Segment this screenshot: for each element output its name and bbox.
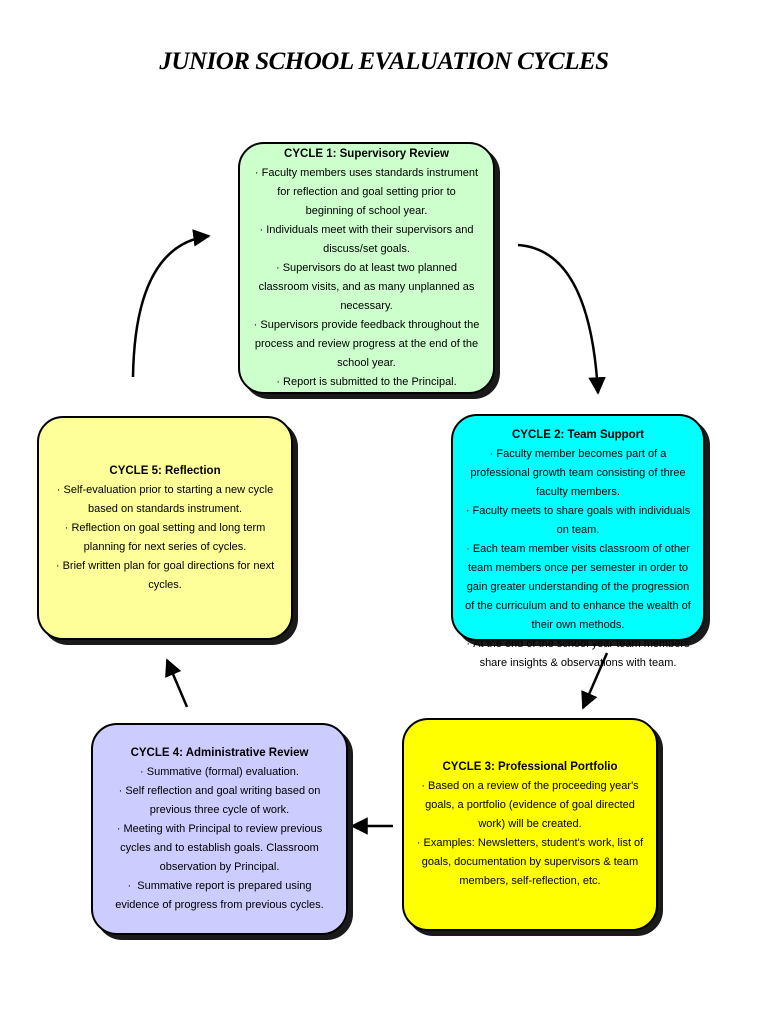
cycle-4-bullet: Self reflection and goal writing based o… [105, 782, 334, 820]
cycle-2-box: CYCLE 2: Team Support Faculty member bec… [451, 414, 705, 669]
cycle-2-bullet: Faculty member becomes part of a profess… [465, 445, 691, 502]
cycle-5-box: CYCLE 5: Reflection Self-evaluation prio… [37, 416, 293, 640]
cycle-5-bullets: Self-evaluation prior to starting a new … [51, 481, 279, 595]
arrow-cycle4-to-cycle5 [165, 658, 189, 708]
cycle-4-bullet: Meeting with Principal to review previou… [105, 820, 334, 877]
cycle-2-heading: CYCLE 2: Team Support [511, 429, 645, 441]
arrow-cycle5-to-cycle1 [131, 229, 211, 378]
cycle-2-bullet: Faculty meets to share goals with indivi… [465, 502, 691, 540]
cycle-4-bullet: Summative (formal) evaluation. [105, 763, 334, 782]
cycle-3-bullet: Based on a review of the proceeding year… [416, 777, 644, 834]
cycle-4-heading: CYCLE 4: Administrative Review [130, 746, 309, 759]
cycle-5-bullet: Self-evaluation prior to starting a new … [51, 481, 279, 519]
cycle-1-bullet: Supervisors do at least two planned clas… [252, 259, 481, 316]
cycle-5-heading: CYCLE 5: Reflection [109, 464, 221, 477]
arrow-cycle1-to-cycle2 [517, 243, 606, 395]
cycle-4-bullet: Summative report is prepared using evide… [105, 877, 334, 915]
cycle-2-bullet: Each team member visits classroom of oth… [465, 540, 691, 635]
cycle-1-heading: CYCLE 1: Supervisory Review [284, 147, 449, 160]
cycle-2-bullet: At the end of the school year team membe… [465, 635, 691, 673]
cycle-1-box: CYCLE 1: Supervisory Review Faculty memb… [238, 142, 495, 394]
cycle-3-bullet: Examples: Newsletters, student's work, l… [416, 834, 644, 891]
cycle-4-bullets: Summative (formal) evaluation. Self refl… [105, 763, 334, 915]
cycle-5-bullet: Brief written plan for goal directions f… [51, 557, 279, 595]
cycle-3-box: CYCLE 3: Professional Portfolio Based on… [402, 718, 658, 931]
cycle-1-bullet: Individuals meet with their supervisors … [252, 221, 481, 259]
cycle-1-bullet: Supervisors provide feedback throughout … [252, 316, 481, 373]
page-title: JUNIOR SCHOOL EVALUATION CYCLES [159, 48, 609, 75]
cycle-3-heading: CYCLE 3: Professional Portfolio [442, 761, 618, 773]
cycle-1-bullet: Faculty members uses standards instrumen… [252, 164, 481, 221]
cycle-4-box: CYCLE 4: Administrative Review Summative… [91, 723, 348, 935]
cycle-2-bullets: Faculty member becomes part of a profess… [465, 445, 691, 673]
cycle-3-bullets: Based on a review of the proceeding year… [416, 777, 644, 891]
cycle-1-bullet: Report is submitted to the Principal. [252, 373, 481, 392]
cycle-5-bullet: Reflection on goal setting and long term… [51, 519, 279, 557]
cycle-1-bullets: Faculty members uses standards instrumen… [252, 164, 481, 392]
